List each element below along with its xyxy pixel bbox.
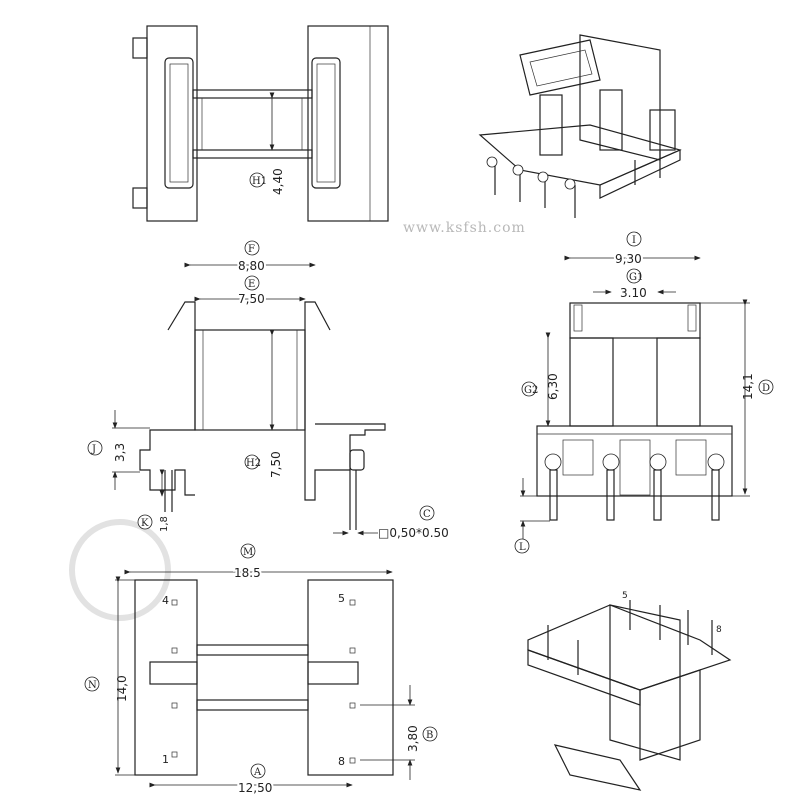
j-label: J	[91, 444, 96, 455]
h1-value: 4,40	[271, 168, 285, 195]
bottom-view: 4 1 5 8 M 18.5 N 14,0 A 12,50 B 3,80	[84, 543, 438, 797]
a-label: A	[253, 767, 262, 778]
g1-label: G1	[629, 272, 643, 283]
a-value: 12,50	[238, 781, 272, 795]
pin-label: 4	[162, 594, 169, 607]
n-label: N	[88, 680, 97, 691]
f-label: F	[248, 244, 255, 255]
pin-label: 5	[338, 592, 345, 605]
e-label: E	[248, 279, 255, 290]
d-value: 14,1	[741, 373, 755, 400]
l-label: L	[519, 542, 526, 553]
m-label: M	[243, 547, 253, 558]
c-value: □0,50*0.50	[378, 526, 449, 540]
i-label: I	[632, 235, 636, 246]
g1-value: 3.10	[620, 286, 647, 300]
c-label: C	[423, 509, 431, 520]
h2-value: 7,50	[269, 451, 283, 478]
b-value: 3,80	[406, 725, 420, 752]
h2-label: H2	[246, 458, 261, 469]
iso-bottom-view: 5 8	[527, 591, 732, 791]
iso-top-view	[478, 34, 682, 218]
h1-label: H1	[252, 176, 267, 187]
g2-label: G2	[524, 385, 538, 396]
j-value: 3,3	[113, 443, 127, 462]
front-view: F 8,80 E 7,50 H2 7,50 J 3,3 K 1,8 C □0,5…	[87, 240, 449, 540]
k-label: K	[141, 518, 149, 529]
pin-label: 1	[162, 753, 169, 766]
watermark-text: www.ksfsh.com	[403, 220, 526, 236]
top-view: H1 4,40	[132, 25, 389, 222]
b-label: B	[426, 730, 433, 741]
watermark: www.ksfsh.com	[69, 220, 526, 621]
i-value: 9,30	[615, 252, 642, 266]
e-value: 7,50	[238, 292, 265, 306]
g2-value: 6,30	[546, 373, 560, 400]
iso-pin-label: 8	[716, 625, 722, 635]
d-label: D	[762, 383, 770, 394]
f-value: 8,80	[238, 259, 265, 273]
pin-label: 8	[338, 755, 345, 768]
k-value: 1,8	[159, 516, 170, 532]
side-view: I 9,30 G1 3.10 G2 6,30 D 14,1 L	[514, 231, 774, 554]
m-value: 18.5	[234, 566, 261, 580]
iso-pin-label: 5	[622, 591, 628, 601]
n-value: 14,0	[115, 675, 129, 702]
